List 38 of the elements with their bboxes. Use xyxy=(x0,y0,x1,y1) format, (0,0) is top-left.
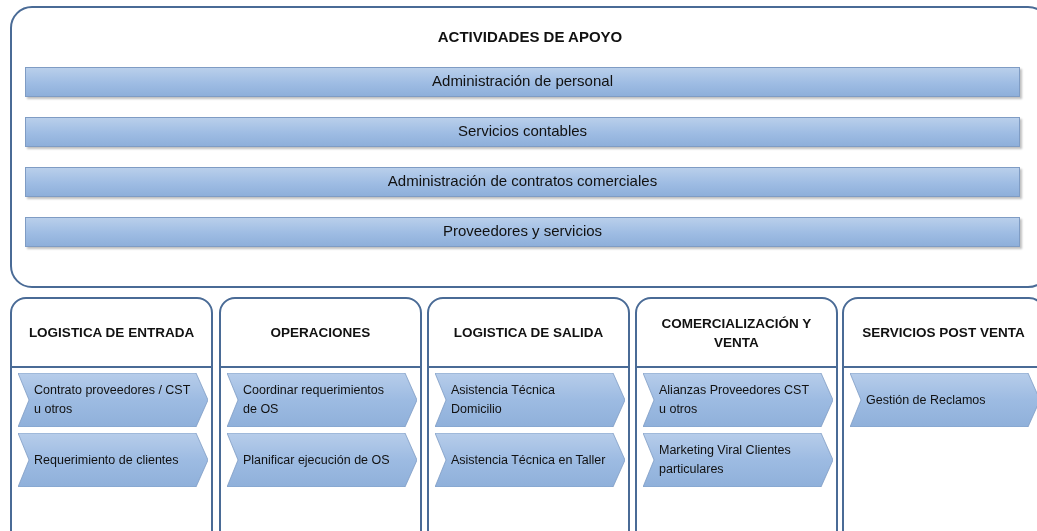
chevron-text: Gestión de Reclamos xyxy=(866,391,986,409)
chevron-box xyxy=(850,373,1037,427)
chevron-text: Contrato proveedores / CST u otros xyxy=(34,382,192,418)
column-heading: LOGISTICA DE SALIDA xyxy=(453,324,604,342)
chevron-box xyxy=(18,433,208,487)
primary-activity-column xyxy=(635,297,838,531)
chevron-text: Planificar ejecución de OS xyxy=(243,451,390,469)
chevron-text: Asistencia Técnica Domicilio xyxy=(451,382,556,418)
support-activities-panel xyxy=(10,6,1037,288)
chevron-box xyxy=(227,433,417,487)
activity-bar xyxy=(25,166,1020,197)
primary-activity-column xyxy=(10,297,213,531)
activity-bar xyxy=(25,116,1020,147)
bar-text: Proveedores y servicios xyxy=(442,221,603,242)
column-heading: SERVICIOS POST VENTA xyxy=(862,324,1025,342)
chevron-text: Asistencia Técnica en Taller xyxy=(451,451,606,469)
activity-bar xyxy=(25,216,1020,247)
column-heading: COMERCIALIZACIÓN Y VENTA xyxy=(660,314,813,352)
chevron-box xyxy=(18,373,208,427)
chevron-box xyxy=(227,373,417,427)
primary-activity-column xyxy=(427,297,630,531)
panel-heading: ACTIVIDADES DE APOYO xyxy=(437,27,623,47)
bar-text: Administración de personal xyxy=(432,71,613,92)
primary-activity-column xyxy=(842,297,1037,531)
column-heading: LOGISTICA DE ENTRADA xyxy=(28,324,195,342)
chevron-box xyxy=(643,433,833,487)
chevron-text: Requerimiento de clientes xyxy=(34,451,179,469)
chevron-text: Alianzas Proveedores CST u otros xyxy=(659,382,810,418)
bar-text: Administración de contratos comerciales xyxy=(387,171,658,192)
primary-activity-column xyxy=(219,297,422,531)
activity-bar xyxy=(25,66,1020,97)
chevron-text: Coordinar requerimientos de OS xyxy=(243,382,386,418)
bar-text: Servicios contables xyxy=(457,121,588,142)
chevron-box xyxy=(435,373,625,427)
chevron-box xyxy=(643,373,833,427)
chevron-box xyxy=(435,433,625,487)
chevron-text: Marketing Viral Clientes particulares xyxy=(659,442,792,478)
column-heading: OPERACIONES xyxy=(270,324,371,342)
